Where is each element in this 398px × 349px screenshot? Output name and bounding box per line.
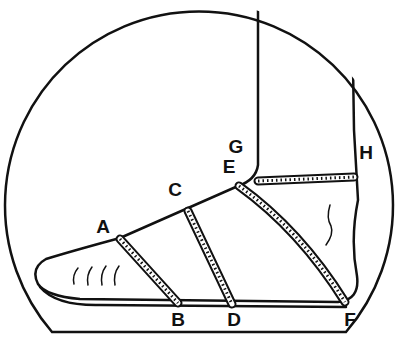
toe-line: [88, 267, 93, 285]
toe-line: [102, 266, 107, 285]
callout-letter: H: [359, 143, 373, 162]
sole-line: [40, 287, 346, 307]
callout-letter: G: [229, 137, 244, 156]
heel-mark: [326, 205, 332, 245]
callout-letter: C: [168, 180, 182, 199]
callout-letter: B: [171, 310, 185, 329]
callout-letter: F: [344, 310, 356, 329]
callout-letter: A: [96, 217, 110, 236]
strap-ef: [239, 186, 345, 302]
strap-gh: [258, 177, 354, 181]
toe-line: [115, 266, 120, 285]
strap-cd: [188, 211, 232, 304]
foot-drawing: [35, 0, 358, 307]
circle-frame: [5, 11, 393, 332]
callout-letter: E: [223, 157, 236, 176]
foot-outline: [35, 0, 358, 302]
strap-ab: [120, 239, 178, 303]
callout-letter: D: [227, 310, 241, 329]
toe-line: [74, 268, 79, 284]
